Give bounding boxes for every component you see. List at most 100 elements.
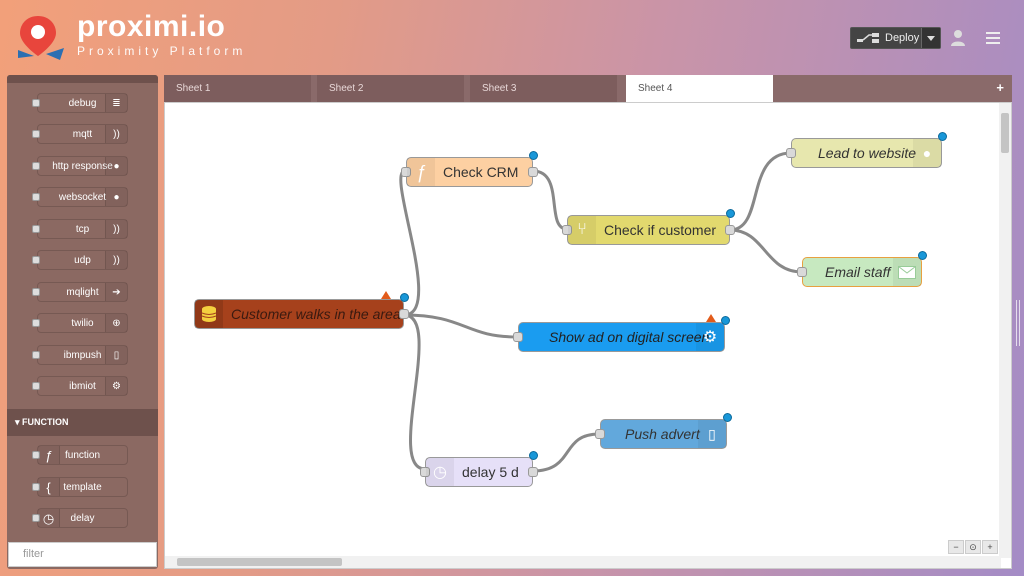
node-input-port[interactable]	[401, 167, 411, 177]
palette-node-function[interactable]: ƒ function	[32, 445, 128, 465]
palette-node-label: ibmiot	[69, 381, 96, 392]
palette-node-label: function	[64, 450, 101, 461]
globe-icon: ●	[105, 157, 127, 175]
palette-header	[7, 75, 158, 83]
chip-icon: ⚙	[105, 377, 127, 395]
database-icon	[195, 300, 223, 328]
node-input-port	[32, 130, 40, 138]
tab-bar: Sheet 1 Sheet 2 Sheet 3 Sheet 4 +	[164, 75, 1012, 102]
node-label: Push advert	[625, 426, 700, 442]
brand-subtitle: Proximity Platform	[77, 44, 247, 58]
warning-icon	[706, 314, 716, 322]
tab-sheet-4[interactable]: Sheet 4	[626, 75, 776, 102]
zoom-out-icon[interactable]: −	[948, 540, 964, 554]
globe-icon: ●	[913, 139, 941, 167]
flow-node-check-if-customer[interactable]: ⑂ Check if customer	[562, 209, 735, 245]
globe-icon: ●	[105, 188, 127, 206]
palette-node-websocket[interactable]: websocket ●	[32, 187, 128, 207]
deploy-main[interactable]: Deploy	[851, 28, 921, 48]
palette-node-label: udp	[74, 255, 91, 266]
flow-node-delay[interactable]: ◷ delay 5 d	[420, 451, 538, 487]
palette-node-label: tcp	[75, 224, 90, 235]
plus-icon[interactable]: +	[996, 80, 1004, 95]
sidebar-resize-handle[interactable]	[1016, 300, 1020, 346]
tab-sheet-3[interactable]: Sheet 3	[470, 75, 620, 102]
tab-sheet-1[interactable]: Sheet 1	[164, 75, 314, 102]
node-label: delay 5 d	[462, 464, 519, 480]
scroll-thumb[interactable]	[1001, 113, 1009, 153]
node-label: Show ad on digital screen	[549, 329, 710, 345]
zoom-in-icon[interactable]: +	[982, 540, 998, 554]
node-label: Lead to website	[818, 145, 917, 161]
node-input-port[interactable]	[420, 467, 430, 477]
node-label: Customer walks in the area	[231, 306, 401, 322]
deploy-menu-toggle[interactable]	[921, 28, 940, 48]
flow-node-check-crm[interactable]: ƒ Check CRM	[401, 151, 538, 187]
node-input-port	[32, 288, 40, 296]
node-input-port	[32, 193, 40, 201]
deploy-label: Deploy	[885, 32, 920, 44]
phone-icon: ▯	[105, 346, 127, 364]
workspace-canvas[interactable]: Customer walks in the area ƒ Check CRM ⑂…	[164, 102, 1012, 569]
function-icon: ƒ	[38, 446, 60, 464]
horizontal-scrollbar[interactable]	[165, 556, 1001, 568]
palette: debug ≣ mqtt )) http response ● websocke…	[7, 75, 158, 569]
flow-node-customer-walks[interactable]: Customer walks in the area	[194, 291, 409, 329]
node-input-port[interactable]	[513, 332, 523, 342]
deploy-button[interactable]: Deploy	[850, 27, 941, 49]
flow-node-push-advert[interactable]: Push advert ▯	[595, 413, 732, 449]
palette-node-ibmpush[interactable]: ibmpush ▯	[32, 345, 128, 365]
palette-node-mqlight[interactable]: mqlight ➔	[32, 282, 128, 302]
node-output-port[interactable]	[528, 167, 538, 177]
category-function[interactable]: ▾ FUNCTION	[7, 409, 158, 436]
tab-sheet-2[interactable]: Sheet 2	[317, 75, 467, 102]
flow-node-show-ad[interactable]: Show ad on digital screen ⚙	[513, 314, 730, 352]
zoom-reset-icon[interactable]: ⊙	[965, 540, 981, 554]
node-input-port	[32, 382, 40, 390]
brand: proximi.io Proximity Platform	[77, 10, 246, 58]
palette-node-template[interactable]: { template	[32, 477, 128, 497]
node-input-port[interactable]	[595, 429, 605, 439]
palette-node-ibmiot[interactable]: ibmiot ⚙	[32, 376, 128, 396]
node-input-port	[32, 351, 40, 359]
node-input-port[interactable]	[786, 148, 796, 158]
node-output-port[interactable]	[399, 309, 409, 319]
palette-node-label: debug	[68, 98, 97, 109]
palette-node-twilio[interactable]: twilio ⊕	[32, 313, 128, 333]
flow-wires	[399, 151, 803, 473]
palette-node-tcp[interactable]: tcp ))	[32, 219, 128, 239]
bridge-icon: ))	[105, 125, 127, 143]
timer-icon: ◷	[426, 458, 454, 486]
node-output-port[interactable]	[528, 467, 538, 477]
palette-node-mqtt[interactable]: mqtt ))	[32, 124, 128, 144]
wire	[729, 228, 803, 274]
node-label: Check CRM	[443, 164, 519, 180]
flow-node-lead-to-website[interactable]: Lead to website ●	[786, 132, 947, 168]
scroll-thumb[interactable]	[177, 558, 342, 566]
user-icon[interactable]	[950, 29, 966, 47]
palette-node-udp[interactable]: udp ))	[32, 250, 128, 270]
bridge-icon: ))	[105, 220, 127, 238]
chevron-down-icon: ▾	[15, 417, 20, 427]
palette-node-http-response[interactable]: http response ●	[32, 156, 128, 176]
envelope-icon	[893, 258, 921, 286]
zoom-controls: − ⊙ +	[948, 540, 998, 554]
palette-node-label: template	[63, 482, 102, 493]
vertical-scrollbar[interactable]	[999, 103, 1011, 558]
node-input-port[interactable]	[562, 225, 572, 235]
menu-icon[interactable]	[986, 32, 1000, 44]
mqlight-icon: ➔	[105, 283, 127, 301]
node-input-port[interactable]	[797, 267, 807, 277]
filter-input[interactable]: filter	[8, 542, 157, 567]
wire	[403, 313, 518, 339]
node-output-port[interactable]	[725, 225, 735, 235]
node-label: Email staff	[825, 264, 891, 280]
deploy-icon	[857, 33, 879, 43]
palette-node-delay[interactable]: ◷ delay	[32, 508, 128, 528]
twilio-icon: ⊕	[105, 314, 127, 332]
status-dot	[721, 316, 730, 325]
palette-node-debug[interactable]: debug ≣	[32, 93, 128, 113]
node-input-port	[32, 319, 40, 327]
flow-node-email-staff[interactable]: Email staff	[797, 251, 927, 287]
palette-node-label: delay	[70, 513, 95, 524]
